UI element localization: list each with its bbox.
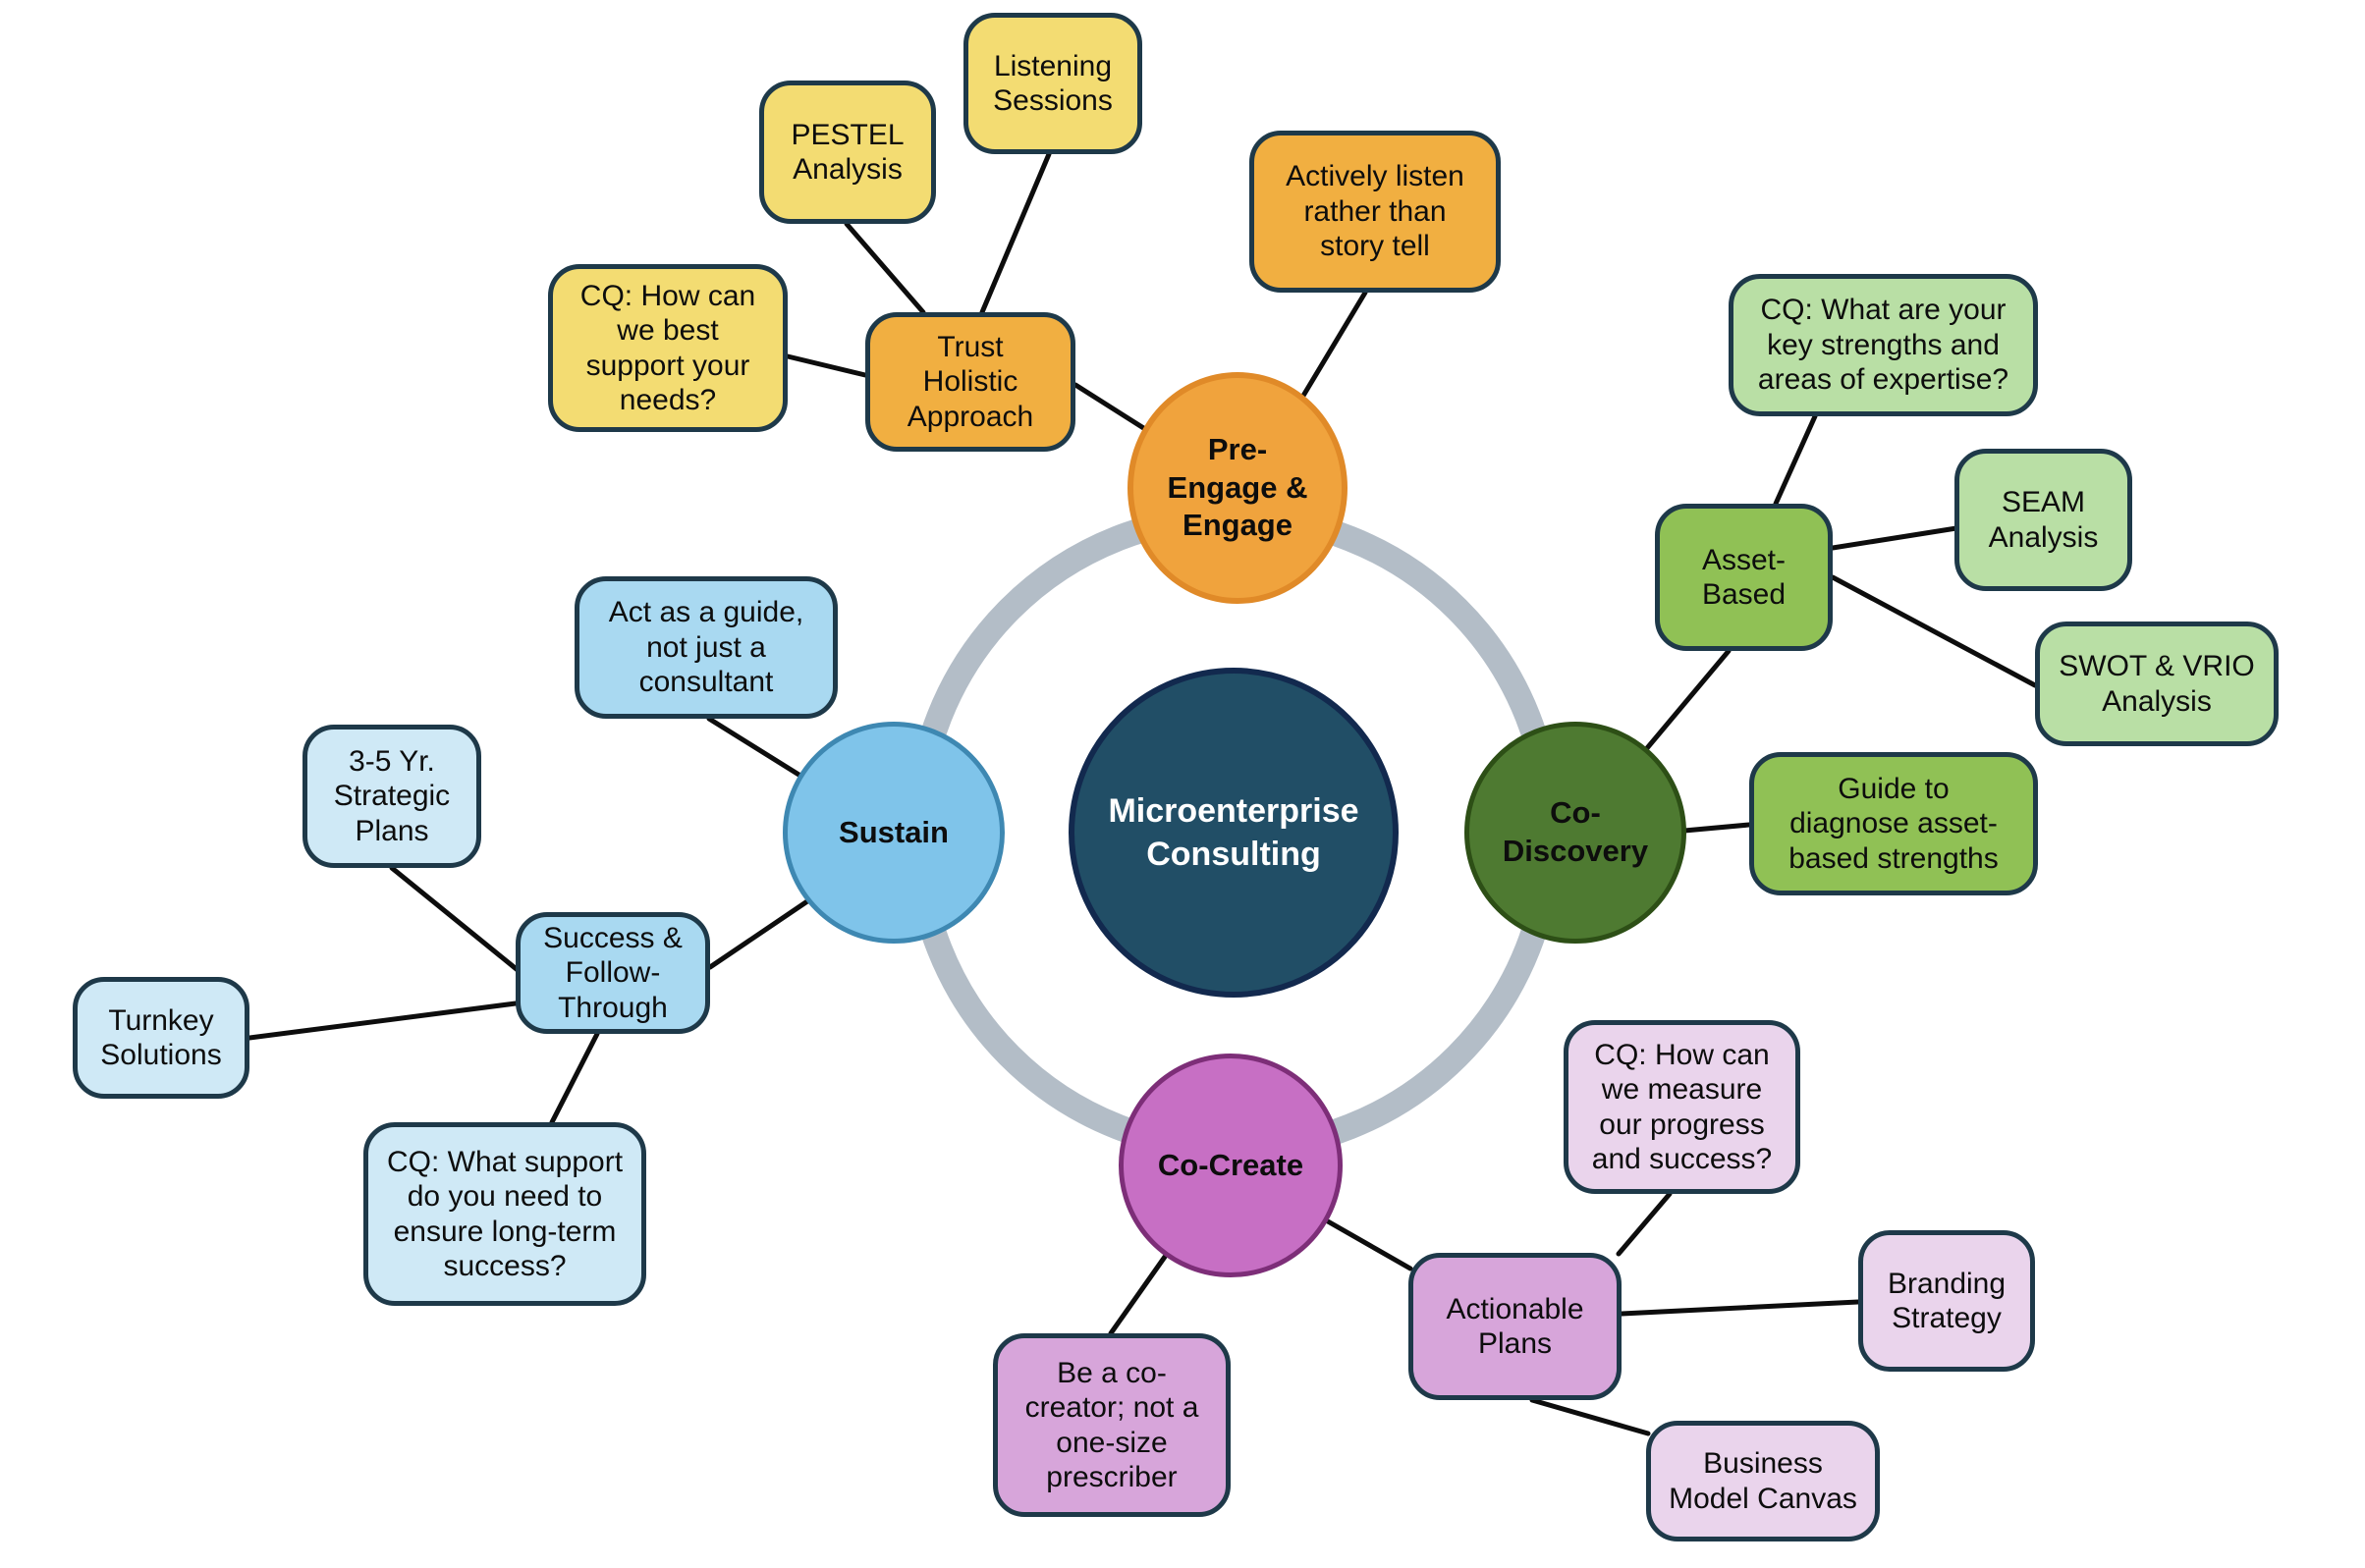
connector-line (1644, 648, 1732, 751)
connector-line (1830, 525, 1959, 551)
phase-circle-pre-engage: Pre- Engage & Engage (1128, 372, 1348, 604)
node-cq-key-strengths: CQ: What are your key strengths and area… (1729, 274, 2038, 416)
node-success-follow-through: Success & Follow- Through (516, 912, 710, 1034)
node-act-as-guide: Act as a guide, not just a consultant (575, 576, 838, 719)
node-cq-support-needs: CQ: How can we best support your needs? (548, 264, 788, 432)
node-actionable-plans: Actionable Plans (1408, 1253, 1622, 1400)
connector-line (1300, 290, 1368, 399)
connector-lines (247, 151, 2038, 1436)
connector-line (785, 353, 868, 378)
phase-circle-sustain: Sustain (783, 722, 1005, 944)
connector-line (979, 151, 1052, 315)
node-cq-measure-progress: CQ: How can we measure our progress and … (1564, 1020, 1800, 1194)
node-3-5-yr-strategic-plans: 3-5 Yr. Strategic Plans (302, 725, 481, 868)
connector-line (549, 1031, 600, 1125)
node-be-a-co-creator: Be a co- creator; not a one-size prescri… (993, 1333, 1231, 1517)
center-node-title: Microenterprise Consulting (1069, 668, 1399, 998)
node-turnkey-solutions: Turnkey Solutions (73, 977, 249, 1099)
node-swot-vrio-analysis: SWOT & VRIO Analysis (2035, 622, 2279, 746)
phase-circle-co-discovery: Co- Discovery (1464, 722, 1686, 944)
connector-line (1619, 1299, 1861, 1317)
connector-line (247, 1000, 519, 1041)
phase-circle-co-create: Co-Create (1119, 1054, 1343, 1277)
connector-line (1072, 382, 1148, 432)
connector-line (1616, 1191, 1673, 1257)
connector-line (707, 898, 810, 970)
connector-line (844, 221, 926, 315)
connector-line (1529, 1397, 1651, 1436)
node-asset-based: Asset- Based (1655, 504, 1833, 651)
connector-line (1773, 413, 1818, 507)
connector-line (1325, 1218, 1413, 1271)
connector-line (1681, 822, 1752, 834)
connector-line (1108, 1254, 1168, 1336)
connector-line (706, 716, 803, 779)
node-trust-holistic-approach: Trust Holistic Approach (865, 312, 1075, 452)
node-cq-long-term-success: CQ: What support do you need to ensure l… (363, 1122, 646, 1306)
connector-line (1830, 574, 2038, 688)
node-listening-sessions: Listening Sessions (963, 13, 1142, 154)
node-business-model-canvas: Business Model Canvas (1646, 1421, 1880, 1541)
node-seam-analysis: SEAM Analysis (1954, 449, 2132, 591)
node-branding-strategy: Branding Strategy (1858, 1230, 2035, 1372)
node-pestel-analysis: PESTEL Analysis (759, 81, 936, 224)
connector-line (389, 865, 521, 973)
node-actively-listen: Actively listen rather than story tell (1249, 131, 1501, 293)
node-guide-diagnose-strengths: Guide to diagnose asset- based strengths (1749, 752, 2038, 895)
